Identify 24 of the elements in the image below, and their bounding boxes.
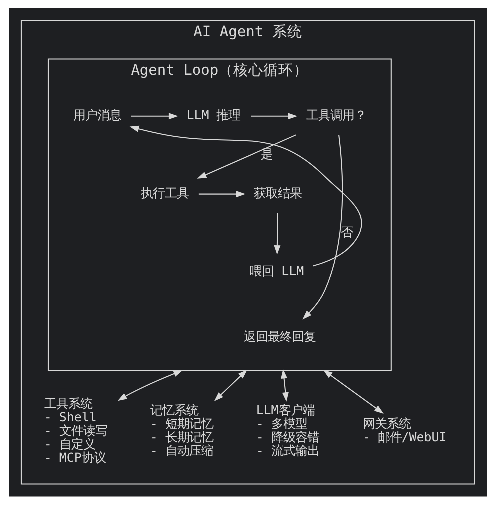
- arrow: [214, 370, 248, 402]
- arrow: [274, 213, 281, 255]
- node-text: 返回最终回复: [244, 328, 316, 344]
- arrow: [251, 113, 298, 120]
- arrow: [197, 134, 296, 179]
- arrow: [130, 126, 362, 267]
- node-text: 用户消息: [73, 108, 122, 123]
- node-text: LLM 推理: [186, 108, 241, 123]
- node-text: 工具系统 - Shell - 文件读写 - 自定义 - MCP协议: [44, 396, 108, 465]
- edge-label: 是: [261, 146, 274, 162]
- node-text: 执行工具: [140, 186, 189, 201]
- node-text: 喂回 LLM: [250, 263, 304, 278]
- node-text: 记忆系统 - 短期记忆 - 长期记忆 - 自动压缩: [150, 402, 214, 458]
- arrow: [281, 369, 289, 402]
- node-text: 获取结果: [254, 186, 302, 201]
- arrow: [118, 370, 184, 402]
- arrow: [131, 113, 178, 120]
- node-text: 工具调用？: [306, 108, 366, 123]
- node-text: LLM客户端 - 多模型 - 降级容错 - 流式输出: [256, 402, 320, 458]
- edge-label: 否: [341, 224, 354, 240]
- arrow: [198, 191, 246, 198]
- node-text: 网关系统 - 邮件/WebUI: [362, 416, 447, 445]
- arrow: [323, 370, 384, 414]
- arrow: [302, 135, 344, 320]
